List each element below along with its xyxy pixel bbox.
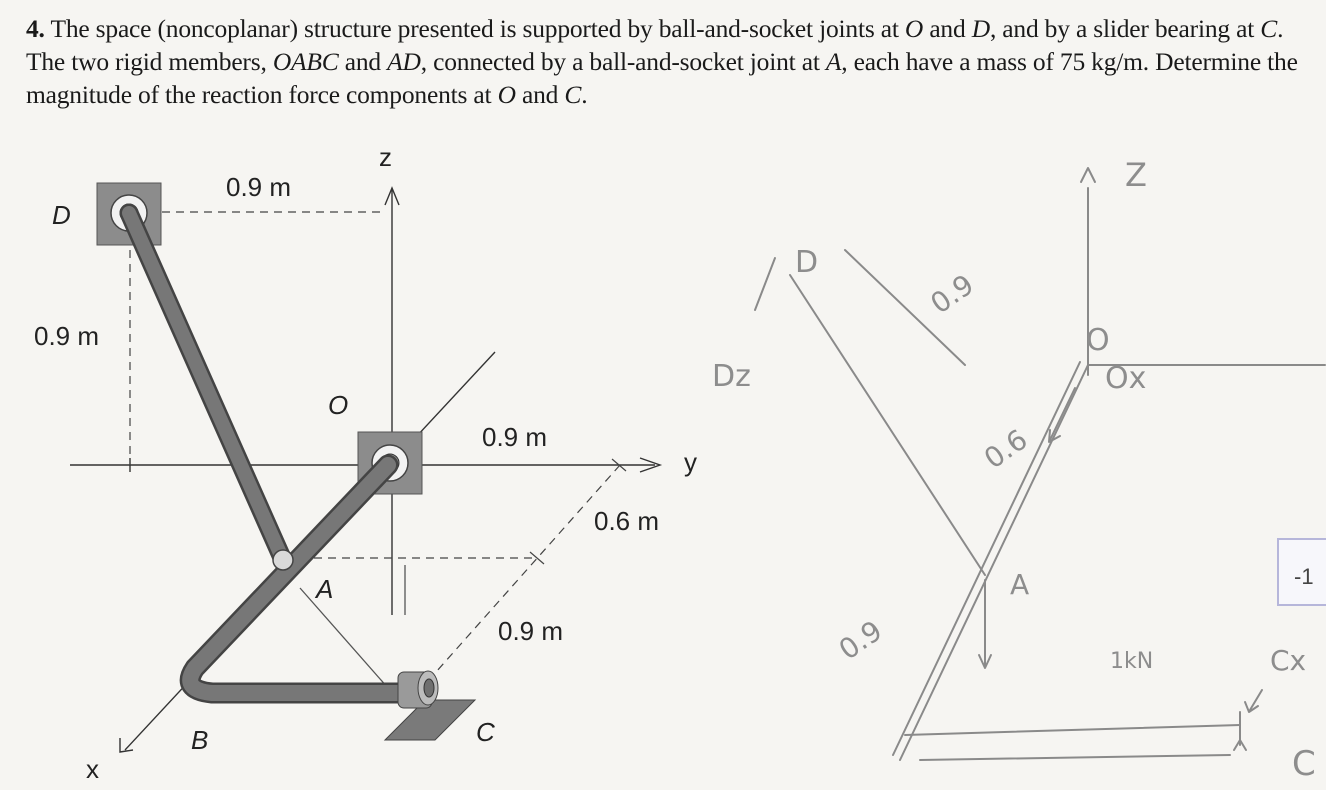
problem-number: 4. [26, 14, 45, 43]
sketch-member-ad [789, 274, 986, 576]
sketch-len-top: 0.9 [924, 268, 979, 321]
var-a: A [825, 47, 842, 76]
member-oabc [179, 454, 416, 704]
z-arrowhead [384, 186, 400, 206]
label-d: D [52, 200, 71, 230]
label-y: y [684, 447, 697, 477]
sketch-member-bc [904, 724, 1241, 736]
label-a: A [314, 574, 333, 604]
problem-text: . [581, 80, 588, 109]
x-arrowhead [119, 738, 134, 753]
problem-text: and [338, 47, 388, 76]
sketch-cx: Cx [1270, 644, 1306, 677]
bearing-c [383, 670, 477, 741]
var-oabc: OABC [272, 47, 339, 76]
problem-text: . The two rigid members, [26, 14, 1284, 76]
dim-ticks [529, 458, 627, 565]
sketch-z: Z [1125, 156, 1147, 194]
problem-text: , each have a mass of 75 kg/m. Determine… [26, 47, 1298, 109]
sketch-a: A [1010, 568, 1029, 601]
problem-text: The space (noncoplanar) structure presen… [44, 14, 905, 43]
label-b: B [191, 725, 208, 755]
label-c: C [476, 717, 495, 747]
sketch-len-mid: 0.6 [978, 423, 1033, 476]
label-x: x [86, 754, 99, 784]
dim-label-bc: 0.9 m [498, 616, 563, 646]
dim-label-top: 0.9 m [226, 172, 291, 202]
dim-label-diag: 0.6 m [594, 506, 659, 536]
sketch-d: D [795, 245, 818, 280]
var-o: O [497, 80, 516, 109]
sketch-dz: Dz [712, 359, 751, 394]
problem-statement: 4. The space (noncoplanar) structure pre… [26, 12, 1316, 111]
label-o: O [328, 390, 348, 420]
sketch-len-left: 0.9 [833, 614, 888, 667]
joint-a [272, 549, 294, 571]
sketch-force: 1kN [1110, 649, 1153, 674]
sketch-c: C [1292, 744, 1316, 784]
sketch-member [899, 364, 1089, 761]
label-z: z [379, 142, 392, 172]
problem-text: and [515, 80, 565, 109]
var-d: D [971, 14, 990, 43]
dim-line-diag [419, 464, 621, 691]
var-o: O [904, 14, 924, 43]
dim-label-left: 0.9 m [34, 321, 99, 351]
var-c: C [564, 80, 582, 109]
page-badge[interactable]: -1 [1277, 538, 1326, 606]
var-ad: AD [387, 47, 421, 76]
sketch-ox: Ox [1105, 361, 1146, 396]
cable-line [299, 587, 389, 689]
sketch-o: O [1086, 323, 1110, 358]
problem-text: , and by a slider bearing at [989, 14, 1261, 43]
hand-sketch: Z D Dz 0.9 O Ox 0.6 A 0.9 1kN Cx C [712, 156, 1326, 784]
y-arrowhead [639, 457, 663, 473]
var-c: C [1260, 14, 1278, 43]
problem-text: and [923, 14, 972, 43]
sketch-dim-top [844, 249, 966, 366]
dim-label-oy: 0.9 m [482, 422, 547, 452]
problem-text: , connected by a ball-and-socket joint a… [420, 47, 826, 76]
dimension-lines [129, 211, 621, 691]
